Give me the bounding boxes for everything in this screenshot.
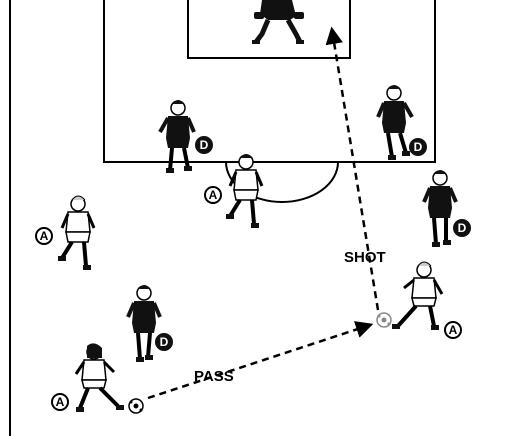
attacker-badge: A [204, 186, 222, 204]
penalty-box [103, 0, 436, 163]
defender-badge: D [195, 136, 213, 154]
defender-player [422, 170, 458, 247]
shot-label: SHOT [344, 249, 386, 266]
defender-player [376, 85, 414, 160]
badge-letter: A [209, 188, 218, 202]
badge-letter: D [160, 335, 169, 349]
badge-letter: A [449, 323, 458, 337]
badge-letter: D [414, 140, 423, 154]
attacker-player [58, 195, 96, 270]
badge-letter: D [458, 221, 467, 235]
badge-letter: D [200, 138, 209, 152]
attacker-player [74, 343, 124, 412]
badge-letter: A [40, 229, 49, 243]
badge-letter: A [56, 395, 65, 409]
attacker-player [392, 261, 444, 330]
soccer-ball-icon [376, 312, 392, 328]
attacker-badge: A [444, 321, 462, 339]
defender-badge: D [409, 138, 427, 156]
attacker-player [226, 154, 264, 228]
defender-player [158, 100, 196, 173]
soccer-ball-icon [128, 398, 144, 414]
defender-badge: D [453, 219, 471, 237]
attacker-badge: A [51, 393, 69, 411]
attacker-badge: A [35, 227, 53, 245]
defender-badge: D [155, 333, 173, 351]
pass-arrow [147, 321, 374, 400]
field-boundary [9, 0, 11, 436]
goal-area [187, 0, 351, 59]
defender-player [126, 285, 162, 362]
pass-label: PASS [194, 368, 234, 385]
goalkeeper [252, 0, 304, 44]
shot-arrow [325, 26, 380, 311]
